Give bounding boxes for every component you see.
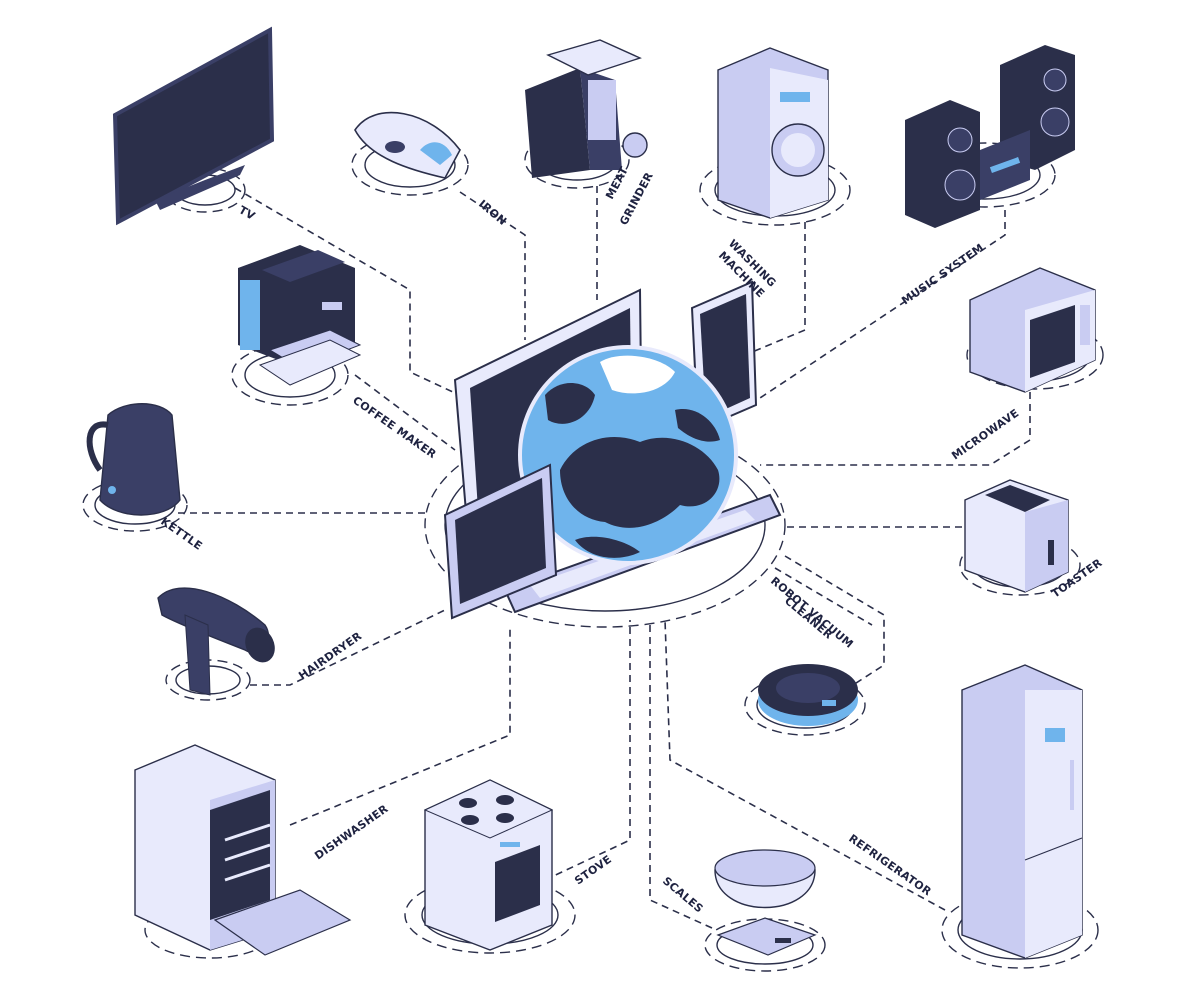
link-iron (459, 191, 526, 340)
microwave-icon (969, 267, 1096, 393)
device-refrigerator: REFRIGERATOR (846, 664, 1099, 969)
link-washing-machine (744, 222, 806, 356)
coffee-maker-icon (238, 245, 362, 386)
central-hub (424, 280, 786, 628)
label-tv: TV (237, 203, 258, 223)
link-robot-vacuum-b (774, 567, 873, 626)
stove-icon (423, 779, 554, 951)
device-coffee-maker: COFFEE MAKER (231, 245, 439, 461)
link-refrigerator (664, 619, 946, 911)
link-robot-vacuum-a (784, 555, 885, 686)
meat-grinder-icon (525, 39, 648, 178)
label-iron: IRON (476, 197, 509, 228)
device-kettle: KETTLE (82, 403, 205, 553)
device-music-system: MUSIC SYSTEM (899, 45, 1075, 307)
tv-icon (112, 26, 275, 226)
robot-vacuum-icon (758, 664, 858, 726)
device-microwave: MICROWAVE (949, 267, 1104, 462)
device-tv: TV (112, 26, 275, 226)
label-kettle: KETTLE (158, 515, 204, 553)
tablet-icon (443, 463, 558, 620)
toaster-icon (964, 479, 1069, 593)
device-hairdryer: HAIRDRYER (157, 587, 364, 701)
speaker-icon (905, 45, 1075, 228)
device-scales: SCALES (660, 849, 826, 972)
link-coffee-maker (354, 374, 456, 451)
hairdryer-icon (157, 587, 275, 696)
kettle-icon (86, 403, 181, 516)
refrigerator-icon (961, 664, 1083, 959)
scales-icon (714, 849, 817, 956)
link-hairdryer (250, 609, 446, 686)
link-tv (234, 187, 471, 401)
device-robot-vacuum: ROBOT VACUUM CLEANER (744, 574, 866, 736)
label-hairdryer: HAIRDRYER (296, 629, 364, 682)
link-scales (649, 620, 713, 929)
globe-icon (518, 345, 738, 565)
label-music-system: MUSIC SYSTEM (899, 241, 986, 307)
label-microwave: MICROWAVE (949, 406, 1021, 462)
link-music-system (759, 210, 1006, 399)
link-microwave (760, 392, 1031, 466)
connector-lines (178, 186, 1031, 929)
iron-icon (354, 111, 461, 179)
link-stove (544, 620, 631, 881)
device-iron: IRON (351, 111, 509, 228)
dishwasher-icon (134, 744, 352, 956)
device-washing-machine: WASHING MACHINE (699, 47, 851, 300)
device-dishwasher: DISHWASHER (134, 744, 391, 959)
device-stove: STOVE (404, 779, 614, 954)
washing-machine-icon (717, 47, 829, 219)
device-meat-grinder: MEAT GRINDER (524, 39, 656, 227)
device-toaster: TOASTER (959, 479, 1105, 600)
label-scales: SCALES (660, 874, 706, 915)
label-refrigerator: REFRIGERATOR (846, 832, 934, 899)
